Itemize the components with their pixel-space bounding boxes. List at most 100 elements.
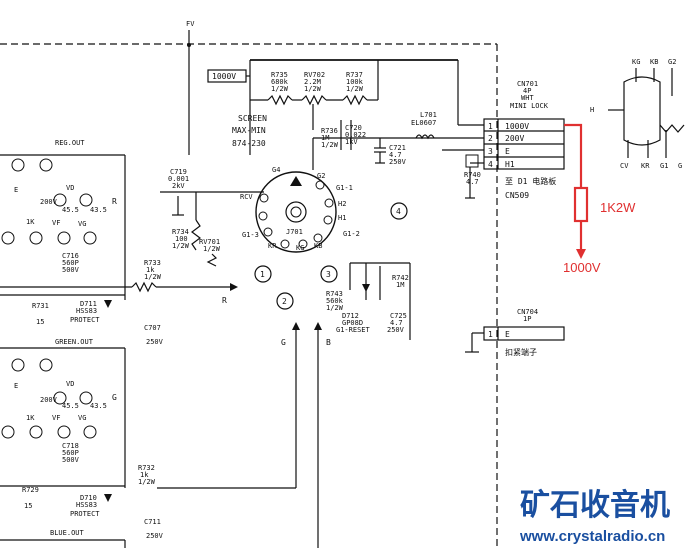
svg-text:4: 4 — [488, 160, 493, 169]
svg-text:KG: KG — [632, 58, 640, 66]
svg-text:L701: L701 — [420, 111, 437, 119]
svg-text:C721: C721 — [389, 144, 406, 152]
resistor-r734: R734 100 1/2W — [172, 219, 201, 251]
svg-text:3: 3 — [326, 270, 331, 279]
svg-text:CN509: CN509 — [505, 191, 529, 200]
svg-text:G2: G2 — [668, 58, 676, 66]
resistor-r740: R740 4.7 — [464, 154, 481, 199]
svg-text:200V: 200V — [505, 134, 524, 143]
svg-text:1: 1 — [488, 122, 493, 131]
svg-text:H1: H1 — [338, 214, 346, 222]
svg-text:R: R — [112, 197, 117, 206]
svg-text:CN701: CN701 — [517, 80, 538, 88]
svg-text:1/2W: 1/2W — [172, 242, 190, 250]
svg-text:200V: 200V — [40, 396, 58, 404]
g-label: G — [281, 338, 286, 347]
svg-text:R737: R737 — [346, 71, 363, 79]
svg-text:VD: VD — [66, 380, 74, 388]
svg-text:PROTECT: PROTECT — [70, 510, 100, 518]
resistor-rv701: RV701 1/2W — [199, 238, 221, 267]
resistor-r737: R737 100k 1/2W — [342, 71, 368, 106]
svg-text:4P: 4P — [523, 87, 531, 95]
svg-text:15: 15 — [36, 318, 44, 326]
svg-text:560k: 560k — [326, 297, 344, 305]
svg-text:250V: 250V — [387, 326, 405, 334]
svg-text:R734: R734 — [172, 228, 189, 236]
svg-text:G1-1: G1-1 — [336, 184, 353, 192]
svg-text:R740: R740 — [464, 171, 481, 179]
callout-3: 3 — [320, 265, 338, 283]
svg-text:G1-2: G1-2 — [343, 230, 360, 238]
svg-text:CV: CV — [620, 162, 629, 170]
svg-text:G: G — [112, 393, 117, 402]
svg-text:E: E — [505, 147, 510, 156]
svg-text:www.crystalradio.cn: www.crystalradio.cn — [519, 528, 665, 545]
watermark: 矿石收音机 www.crystalradio.cn — [519, 488, 670, 545]
svg-text:KB: KB — [314, 242, 322, 250]
svg-text:C707: C707 — [144, 324, 161, 332]
svg-text:G2: G2 — [317, 172, 325, 180]
svg-text:MAX-MIN: MAX-MIN — [232, 126, 266, 135]
svg-text:R729: R729 — [22, 486, 39, 494]
inductor-l701: L701 EL0607 — [411, 111, 437, 140]
svg-text:E: E — [14, 382, 18, 390]
svg-text:4.7: 4.7 — [466, 178, 479, 186]
connector-cn701: CN701 4P WHT MINI LOCK 1 1000V 2 200V 3 … — [483, 80, 565, 200]
svg-text:560P: 560P — [62, 259, 79, 267]
resistor-r732: R732 1k 1/2W — [138, 464, 156, 486]
svg-text:VD: VD — [66, 184, 74, 192]
svg-text:45.5: 45.5 — [62, 402, 79, 410]
annotation-voltage-label: 1000V — [563, 260, 601, 275]
svg-text:1K: 1K — [26, 414, 35, 422]
svg-text:C725: C725 — [390, 312, 407, 320]
svg-text:100k: 100k — [346, 78, 364, 86]
svg-text:500V: 500V — [62, 266, 80, 274]
annotation-bypass: 1K2W 1000V — [563, 123, 636, 275]
svg-text:500V: 500V — [62, 456, 80, 464]
svg-text:SCREEN: SCREEN — [238, 114, 267, 123]
svg-text:HSS83: HSS83 — [76, 501, 97, 509]
svg-text:H: H — [590, 106, 594, 114]
svg-text:D710: D710 — [80, 494, 97, 502]
svg-text:WHT: WHT — [521, 94, 534, 102]
svg-text:G1-RESET: G1-RESET — [336, 326, 371, 334]
svg-text:MINI LOCK: MINI LOCK — [510, 102, 549, 110]
svg-text:VF: VF — [52, 219, 60, 227]
svg-text:VF: VF — [52, 414, 60, 422]
voltage-box-label: 1000V — [212, 72, 236, 81]
diode-d712: D712 GP08D G1-RESET — [336, 312, 371, 334]
svg-text:C720: C720 — [345, 124, 362, 132]
svg-text:KR: KR — [268, 242, 277, 250]
svg-text:0.022: 0.022 — [345, 131, 366, 139]
svg-text:C718: C718 — [62, 442, 79, 450]
svg-text:D712: D712 — [342, 312, 359, 320]
svg-text:0.001: 0.001 — [168, 175, 189, 183]
svg-text:R743: R743 — [326, 290, 343, 298]
svg-text:矿石收音机: 矿石收音机 — [520, 488, 670, 523]
svg-text:E: E — [14, 186, 18, 194]
callout-1: 1 — [254, 265, 272, 283]
svg-text:1000V: 1000V — [505, 122, 529, 131]
svg-text:E: E — [505, 330, 510, 339]
svg-text:100: 100 — [175, 235, 188, 243]
svg-text:R736: R736 — [321, 127, 338, 135]
svg-text:KB: KB — [650, 58, 658, 66]
svg-text:VG: VG — [78, 414, 86, 422]
svg-text:43.5: 43.5 — [90, 402, 107, 410]
svg-text:GP08D: GP08D — [342, 319, 363, 327]
fv-label: FV — [186, 20, 195, 28]
svg-text:HSS83: HSS83 — [76, 307, 97, 315]
svg-text:1P: 1P — [523, 315, 531, 323]
svg-text:G1: G1 — [660, 162, 668, 170]
svg-text:4.7: 4.7 — [389, 151, 402, 159]
svg-text:GREEN.OUT: GREEN.OUT — [55, 338, 94, 346]
svg-text:250V: 250V — [146, 338, 164, 346]
svg-text:3: 3 — [488, 147, 493, 156]
svg-text:C711: C711 — [144, 518, 161, 526]
svg-text:至 D1 电路板: 至 D1 电路板 — [505, 176, 556, 186]
svg-text:560P: 560P — [62, 449, 79, 457]
svg-text:G: G — [678, 162, 682, 170]
b-label: B — [326, 338, 331, 347]
annotation-resistor-label: 1K2W — [600, 200, 636, 215]
